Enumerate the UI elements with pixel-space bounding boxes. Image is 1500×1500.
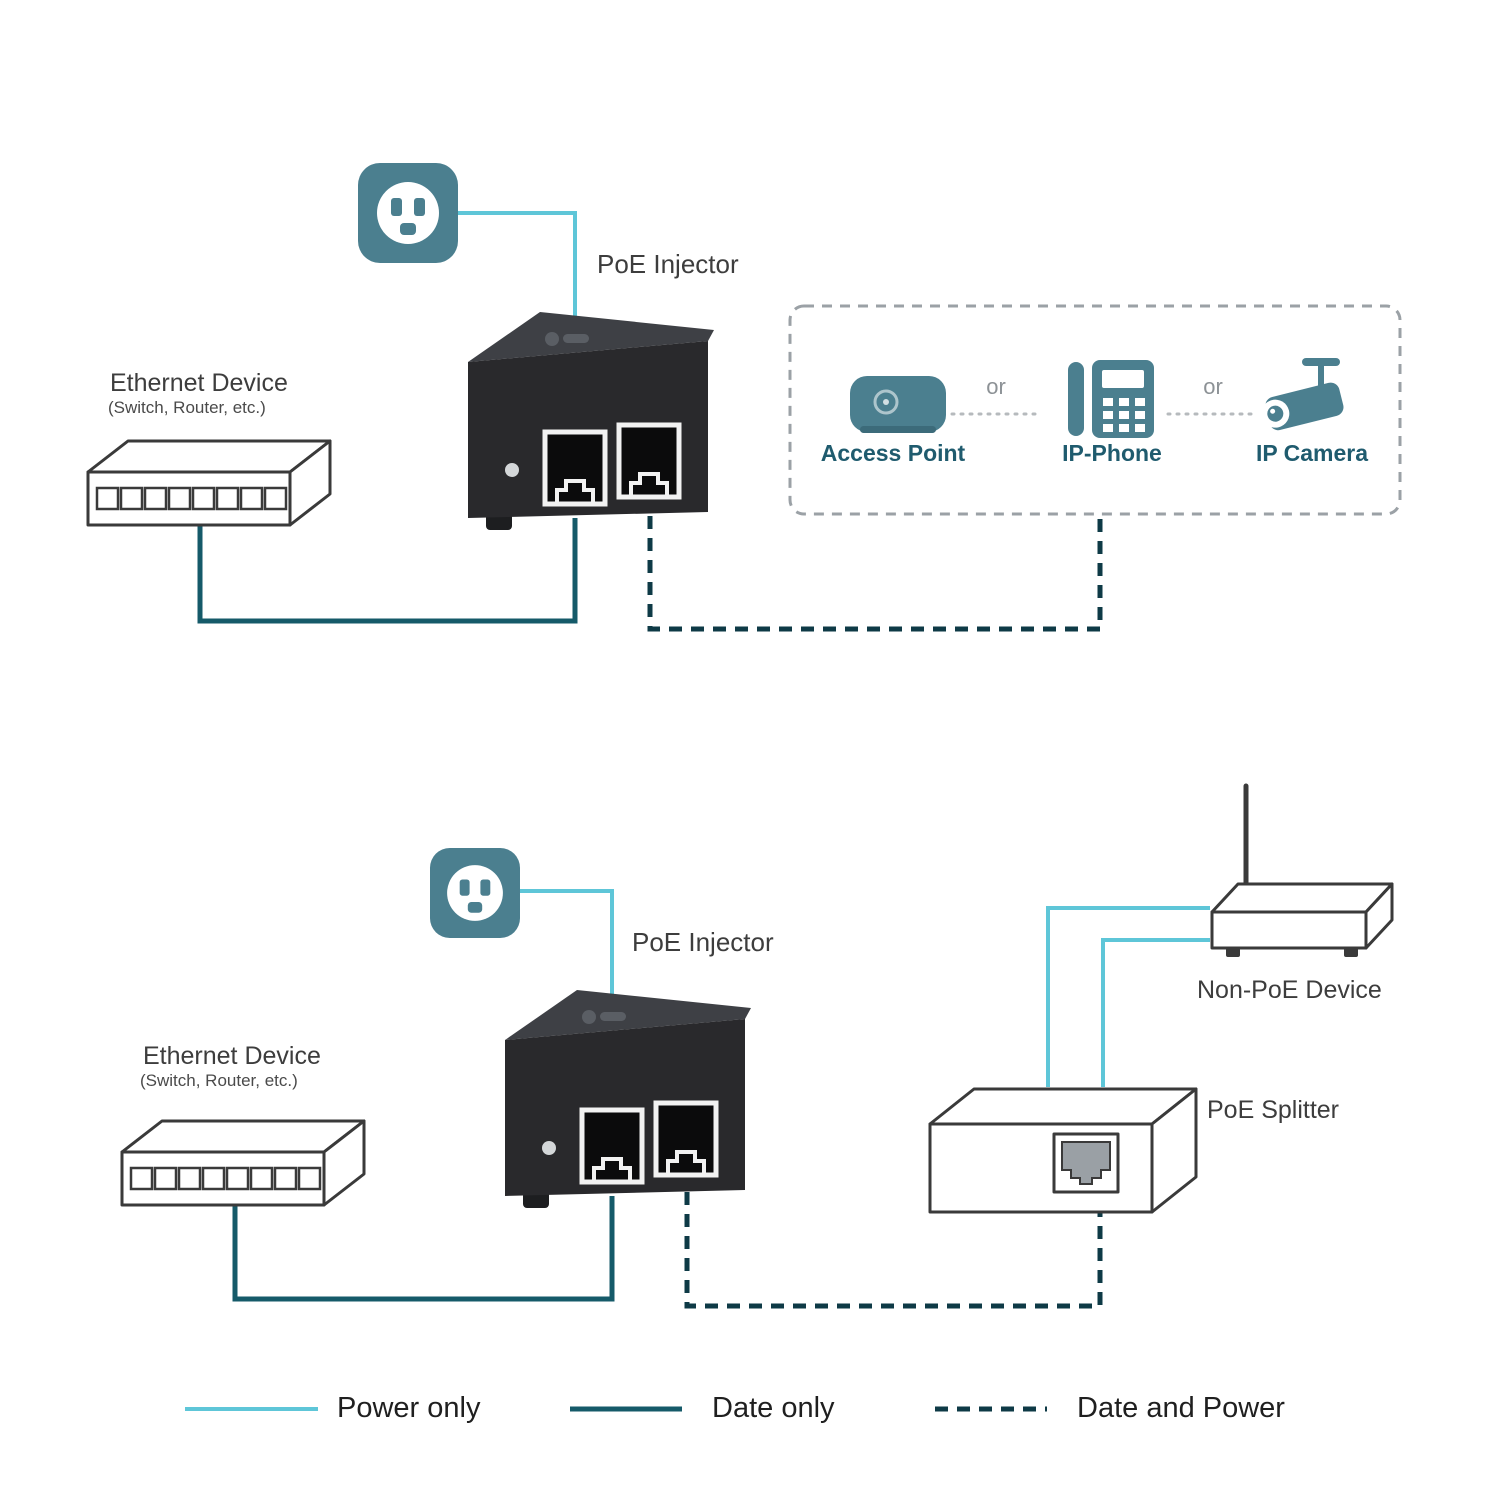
- poe-injector-label-1: PoE Injector: [597, 249, 739, 279]
- legend-power-only-label: Power only: [337, 1392, 481, 1424]
- power-line-splitter-to-device-b: [1101, 938, 1210, 1087]
- data-line-switch-to-injector-2: [232, 1196, 615, 1302]
- or-label-2: or: [1203, 374, 1223, 399]
- power-line-outlet-to-injector-2: [520, 889, 614, 1012]
- access-point-icon: [850, 376, 946, 433]
- poe-injector-device: [505, 990, 751, 1208]
- ethernet-switch-device: [120, 1119, 366, 1207]
- ethernet-device-label-2: Ethernet Device: [143, 1042, 321, 1070]
- power-line-splitter-to-device-a: [1046, 906, 1210, 1087]
- data-power-line-injector-to-devices-1: [647, 514, 1103, 632]
- ethernet-device-sublabel-2: (Switch, Router, etc.): [140, 1071, 298, 1090]
- poe-splitter-label: PoE Splitter: [1207, 1096, 1340, 1124]
- ethernet-device-label-1: Ethernet Device: [110, 369, 288, 397]
- poe-injector-label-2: PoE Injector: [632, 927, 774, 957]
- ethernet-switch-device: [86, 439, 332, 527]
- ethernet-device-sublabel-1: (Switch, Router, etc.): [108, 398, 266, 417]
- ip-camera-icon: [1261, 358, 1344, 431]
- or-label-1: or: [986, 374, 1006, 399]
- ip-phone-icon: [1068, 360, 1154, 438]
- power-line-outlet-to-injector-1: [458, 211, 577, 332]
- poe-injector-device: [468, 312, 714, 530]
- poe-splitter-device: [928, 1087, 1198, 1214]
- ip-camera-label: IP Camera: [1255, 440, 1369, 466]
- data-line-switch-to-injector-1: [197, 518, 578, 624]
- access-point-label: Access Point: [820, 440, 966, 466]
- non-poe-router-device: [1210, 783, 1394, 957]
- data-power-line-injector-to-splitter-2: [684, 1192, 1103, 1309]
- power-outlet-icon: [430, 848, 520, 938]
- legend-data-only-label: Date only: [712, 1392, 835, 1424]
- legend-data-and-power-label: Date and Power: [1077, 1392, 1285, 1424]
- ip-phone-label: IP-Phone: [1062, 440, 1162, 466]
- power-outlet-icon: [358, 163, 458, 263]
- powered-devices-box: [788, 304, 1402, 516]
- non-poe-device-label: Non-PoE Device: [1197, 976, 1382, 1004]
